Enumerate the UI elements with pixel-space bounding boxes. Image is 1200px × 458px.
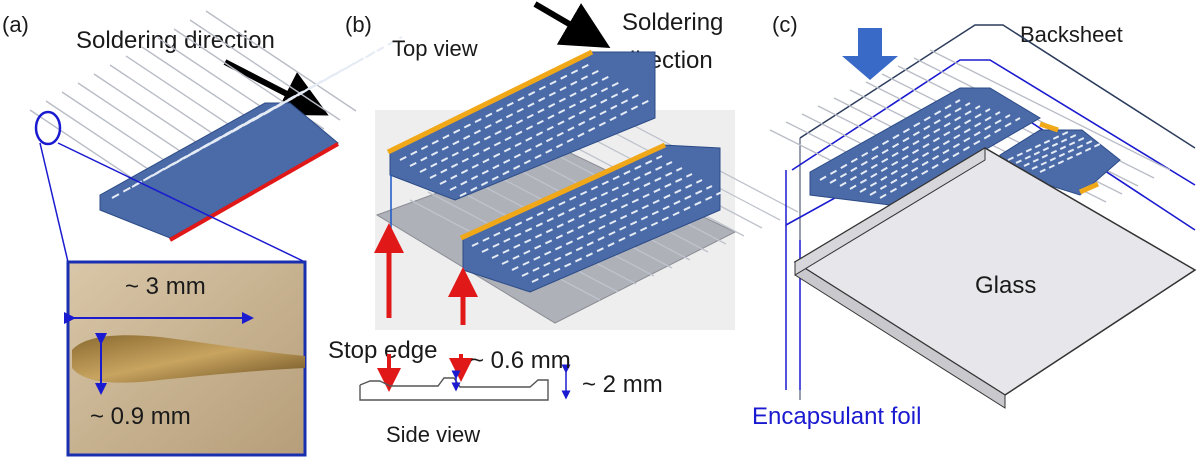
panel-c-ribbon-1 bbox=[1039, 121, 1059, 133]
backsheet-label: Backsheet bbox=[1020, 22, 1123, 47]
wire bbox=[205, 10, 357, 112]
inset-width-label: ~ 0.9 mm bbox=[90, 403, 191, 430]
encapsulant-frame-upper bbox=[791, 59, 1196, 186]
panel-b-direction-line1: Soldering bbox=[622, 9, 723, 36]
soldering-direction-arrow bbox=[223, 59, 329, 116]
finger-line bbox=[869, 114, 1011, 196]
upper-cell-ribbon bbox=[386, 49, 594, 155]
step-height-label: ~ 0.6 mm bbox=[470, 347, 571, 374]
panel-b-direction-arrow bbox=[533, 1, 611, 49]
glass-edge-top bbox=[794, 147, 986, 276]
finger-line bbox=[1023, 137, 1085, 167]
panel-b: (b) Top view Soldering direction Stop ed… bbox=[328, 1, 799, 447]
panel-a-tag: (a) bbox=[2, 12, 29, 37]
lower-cell-ribbon bbox=[459, 142, 667, 241]
inset-length-label: ~ 3 mm bbox=[125, 273, 206, 300]
finger-line bbox=[829, 102, 971, 184]
panel-c-tag: (c) bbox=[772, 12, 798, 37]
finger-line bbox=[1039, 143, 1101, 173]
magnifier-line-right bbox=[57, 142, 306, 263]
finger-line bbox=[849, 108, 991, 190]
panel-c-cell-fingers bbox=[819, 99, 1101, 199]
panel-a: (a) Soldering direction ~ 3 mm ~ 0.9 mm bbox=[2, 10, 403, 457]
finger-line bbox=[819, 99, 961, 181]
finger-line bbox=[879, 117, 1021, 199]
magnifier-line-left bbox=[39, 142, 69, 263]
encapsulant-label: Encapsulant foil bbox=[752, 403, 921, 430]
side-view-label: Side view bbox=[386, 422, 480, 447]
finger-line bbox=[1015, 134, 1077, 164]
top-view-label: Top view bbox=[392, 36, 478, 61]
panel-c: (c) Backsheet Glass Encapsulant foil bbox=[752, 12, 1197, 430]
finger-line bbox=[251, 36, 403, 122]
side-view-profile bbox=[359, 377, 549, 401]
panel-c-ribbon-2 bbox=[1078, 181, 1100, 195]
finger-line bbox=[1007, 131, 1069, 161]
backsheet-outline bbox=[799, 24, 1196, 149]
stop-edge-label: Stop edge bbox=[328, 337, 437, 364]
finger-line bbox=[1031, 140, 1093, 170]
cell-fingers bbox=[111, 36, 403, 199]
press-down-arrow bbox=[842, 28, 898, 80]
panel-b-tag: (b) bbox=[345, 12, 372, 37]
wire-tip bbox=[72, 335, 305, 383]
finger-line bbox=[839, 105, 981, 187]
glass-label: Glass bbox=[975, 272, 1036, 299]
wire bbox=[189, 19, 341, 121]
total-height-label: ~ 2 mm bbox=[582, 371, 663, 398]
finger-line bbox=[859, 111, 1001, 193]
magnifier-circle bbox=[34, 110, 62, 146]
solar-cell bbox=[99, 102, 339, 239]
wire bbox=[929, 49, 1171, 171]
cell-red-edge bbox=[169, 142, 339, 242]
